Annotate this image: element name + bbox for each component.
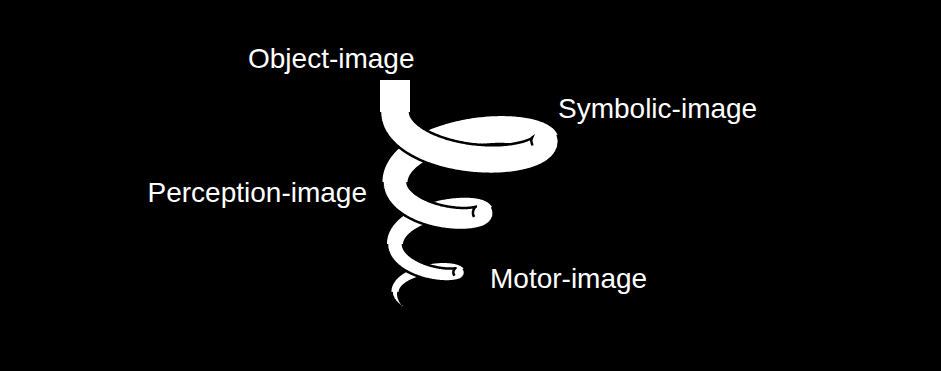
stage-label: Perception-image — [148, 176, 367, 210]
spiral-front — [387, 244, 465, 281]
stage-label: Object-image — [248, 42, 415, 76]
spiral-front-fill — [392, 292, 403, 307]
spiral-front-fill — [387, 244, 465, 281]
spiral-edge — [383, 182, 494, 230]
spiral-edge — [407, 182, 475, 217]
spiral-edge — [403, 244, 455, 276]
spiral-edge — [380, 112, 559, 174]
spiral-front — [380, 112, 559, 174]
spiral-front-fill — [383, 182, 494, 230]
stage-label: Motor-image — [490, 262, 647, 296]
spiral-front — [383, 182, 494, 230]
spiral-edge — [387, 244, 465, 281]
spiral-edge — [398, 292, 403, 305]
spiral-front — [392, 292, 403, 307]
spiral-front-fill — [380, 112, 559, 174]
spiral-edge — [410, 112, 532, 146]
stage-label: Symbolic-image — [558, 92, 757, 126]
